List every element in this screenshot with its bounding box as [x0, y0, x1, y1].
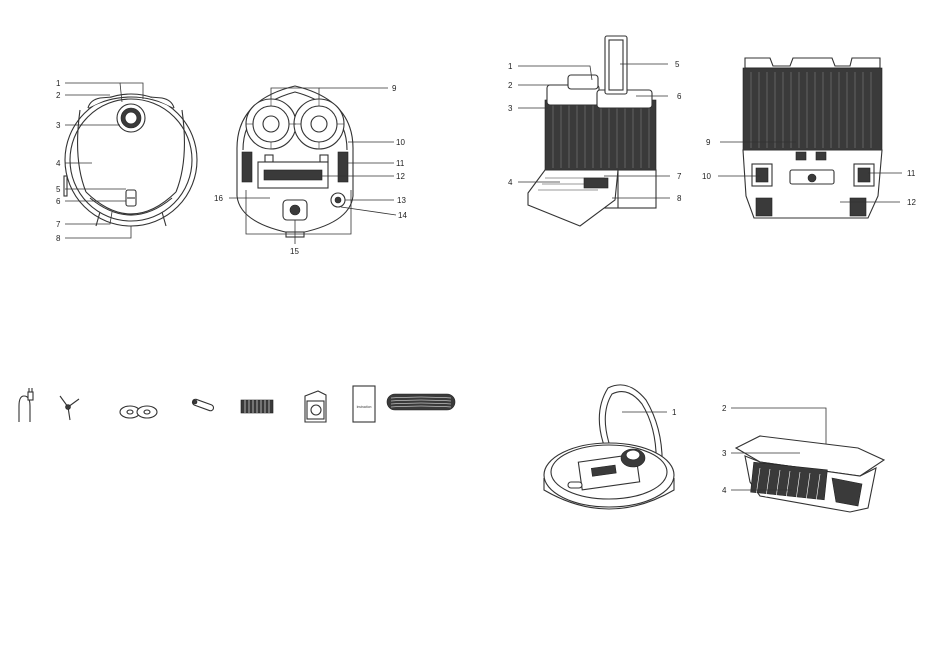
robot-bottom-label-16: 16 [214, 194, 223, 203]
station-front-label-5: 5 [675, 60, 680, 69]
cleaning-tool-icon [192, 398, 215, 411]
station-front-label-4: 4 [508, 178, 513, 187]
dust-box-label-2: 2 [722, 404, 727, 413]
station-front-label-3: 3 [508, 104, 513, 113]
robot-top-label-4: 4 [56, 159, 61, 168]
robot-open-label-1: 1 [672, 408, 677, 417]
station-front-view: 1 2 3 4 5 6 7 8 [508, 36, 682, 226]
wheel-left [242, 152, 252, 182]
robot-bottom-label-14: 14 [398, 211, 407, 220]
power-cord-icon [19, 388, 33, 422]
station-back-label-9: 9 [706, 138, 711, 147]
robot-bottom-label-10: 10 [396, 138, 405, 147]
station-front-label-6: 6 [677, 92, 682, 101]
station-front-label-8: 8 [677, 194, 682, 203]
robot-top-label-7: 7 [56, 220, 61, 229]
station-back-label-11: 11 [907, 169, 916, 178]
station-front-label-1: 1 [508, 62, 513, 71]
robot-top-label-6: 6 [56, 197, 61, 206]
accessories-row: Instruction [19, 386, 455, 422]
dust-box-label-4: 4 [722, 486, 727, 495]
instruction-manual-icon: Instruction [353, 386, 375, 422]
station-front-label-7: 7 [677, 172, 682, 181]
robot-bottom-label-15: 15 [290, 247, 299, 256]
robot-top-label-1: 1 [56, 79, 61, 88]
mop-cloth-icon [387, 394, 455, 410]
station-handle [605, 36, 627, 94]
robot-top-label-2: 2 [56, 91, 61, 100]
station-front-label-2: 2 [508, 81, 513, 90]
robot-top-view: 1 2 3 4 5 6 7 8 [56, 79, 197, 243]
filter-icon [241, 400, 273, 413]
side-brush-icon [60, 396, 79, 420]
main-brush [264, 170, 322, 180]
station-body-front [545, 100, 656, 170]
dust-bag-icon [305, 391, 326, 422]
mop-pads-icon [120, 406, 157, 418]
station-back-label-10: 10 [702, 172, 711, 181]
robot-bottom-label-9: 9 [392, 84, 397, 93]
robot-top-label-8: 8 [56, 234, 61, 243]
robot-bottom-view: 9 10 11 12 13 14 15 16 [214, 84, 407, 256]
dust-box-view: 2 3 4 [722, 404, 884, 512]
robot-bottom-label-13: 13 [397, 196, 406, 205]
wheel-right [338, 152, 348, 182]
robot-top-label-3: 3 [56, 121, 61, 130]
station-body-back [743, 68, 882, 150]
robot-bottom-label-12: 12 [396, 172, 405, 181]
station-back-view: 9 10 11 12 [702, 58, 916, 218]
dust-box-label-3: 3 [722, 449, 727, 458]
station-back-label-12: 12 [907, 198, 916, 207]
manual-text: Instruction [357, 405, 372, 409]
robot-top-label-5: 5 [56, 185, 61, 194]
robot-lid-open-view: 1 [544, 385, 677, 509]
robot-bottom-label-11: 11 [396, 159, 405, 168]
